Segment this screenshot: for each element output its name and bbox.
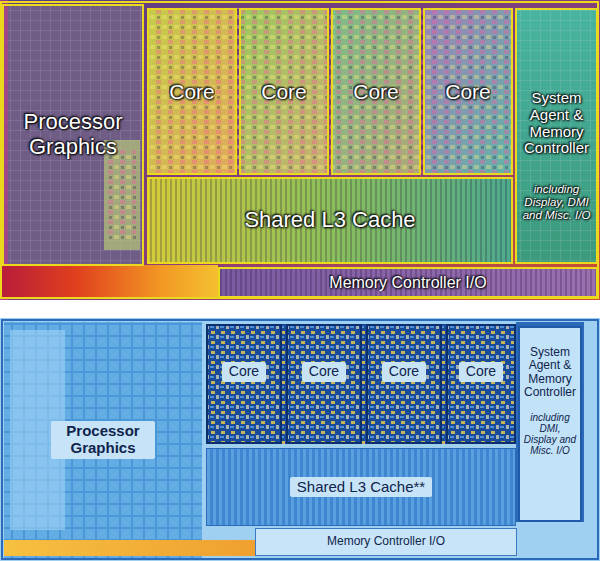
- core-texture: [206, 324, 516, 444]
- core-block: Core: [331, 8, 421, 175]
- top-die: [0, 0, 600, 300]
- core-block: Core: [446, 324, 516, 444]
- graphics-area: [4, 322, 202, 558]
- memory-io-area: [218, 267, 598, 298]
- system-agent-block: System Agent & Memory Controller includin…: [515, 8, 598, 264]
- block-label: System Agent & Memory Controller: [519, 90, 594, 157]
- io-band: [4, 540, 255, 556]
- core-block: Core: [147, 8, 237, 175]
- memory-io-block: Memory Controller I/O: [218, 267, 598, 298]
- die-outline: [1, 2, 598, 298]
- gap: [0, 300, 600, 318]
- graphics-texture: [2, 4, 144, 266]
- cache-area: [206, 448, 516, 526]
- die-outline: [2, 320, 598, 559]
- block-label: Processor Graphics: [6, 110, 140, 159]
- graphics-area: [2, 4, 144, 266]
- core-block: Core: [206, 324, 282, 444]
- block-label: System Agent & Memory Controller: [522, 346, 578, 400]
- block-label: Shared L3 Cache**: [290, 477, 432, 498]
- block-label: Shared L3 Cache: [244, 208, 415, 233]
- cache-texture: [206, 448, 516, 526]
- block-label: Core: [261, 80, 307, 104]
- graphics-block: Processor Graphics: [4, 322, 202, 558]
- block-label: Core: [222, 362, 266, 382]
- agent-area: [515, 8, 598, 264]
- die-ground: [0, 0, 600, 300]
- core-block: Core: [239, 8, 329, 175]
- block-label: Processor Graphics: [51, 421, 155, 459]
- block-note: including Display, DMI and Misc. I/O: [519, 183, 594, 222]
- core-texture: [147, 8, 513, 175]
- bottom-die: [0, 318, 600, 561]
- block-label: Core: [169, 80, 215, 104]
- graphics-block-texture: [108, 150, 136, 240]
- block-label: Core: [382, 362, 426, 382]
- core-area: [206, 324, 516, 444]
- agent-texture: [515, 8, 598, 264]
- memory-io-area: [255, 528, 517, 556]
- core-block: Core: [423, 8, 513, 175]
- block-label: Memory Controller I/O: [327, 535, 445, 548]
- block-label: Core: [459, 362, 503, 382]
- block-label: Core: [302, 362, 346, 382]
- die-ground: [0, 318, 600, 561]
- block-note: including DMI, Display and Misc. I/O: [522, 412, 578, 457]
- memory-io-block: Memory Controller I/O: [255, 528, 517, 556]
- system-agent-block: System Agent & Memory Controller includin…: [518, 326, 582, 522]
- block-label: Core: [353, 80, 399, 104]
- cache-block: Shared L3 Cache: [147, 177, 513, 264]
- io-band: [0, 265, 218, 298]
- cache-area: [147, 177, 513, 264]
- core-block: Core: [366, 324, 442, 444]
- memory-io-texture: [218, 267, 598, 298]
- graphics-block: Processor Graphics: [2, 4, 144, 266]
- agent-area: [516, 322, 584, 522]
- cache-texture: [147, 177, 513, 264]
- cache-block: Shared L3 Cache**: [206, 448, 516, 526]
- graphics-texture: [4, 322, 202, 558]
- core-block: Core: [286, 324, 362, 444]
- block-label: Core: [445, 80, 491, 104]
- block-label: Memory Controller I/O: [329, 274, 486, 292]
